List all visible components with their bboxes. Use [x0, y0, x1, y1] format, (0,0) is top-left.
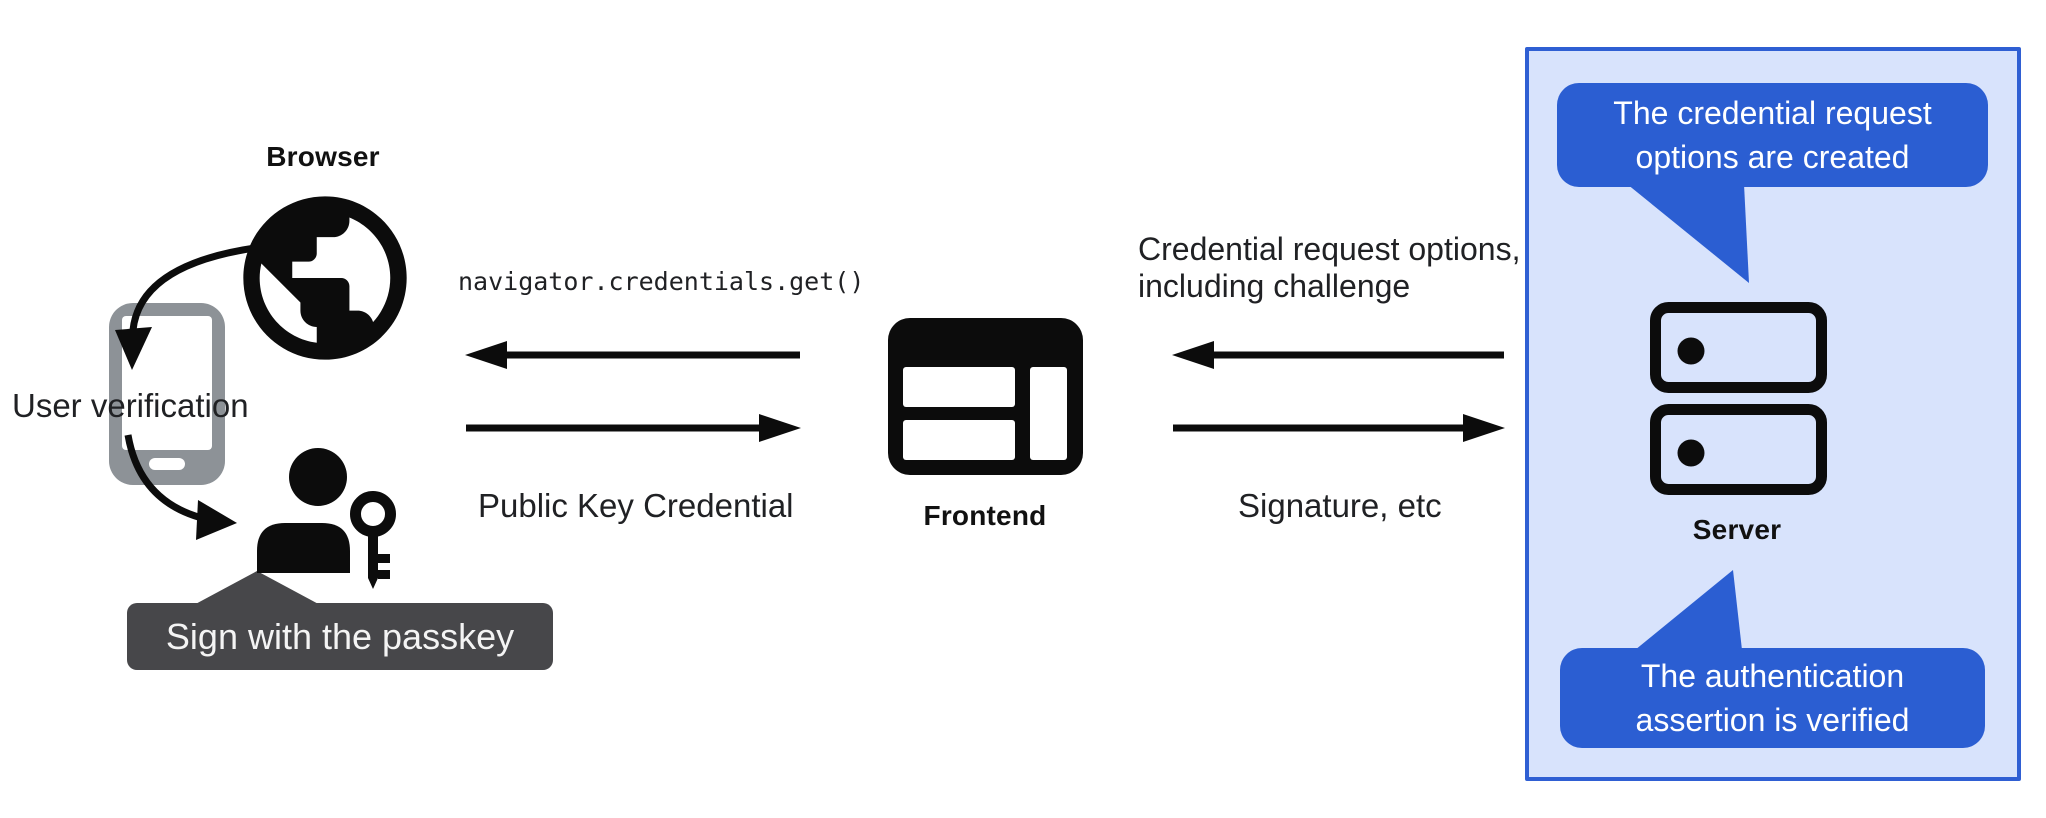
bubble-line: assertion is verified: [1635, 702, 1910, 738]
browser-globe-icon: [243, 196, 407, 360]
speech-bubble-request-created: The credential request options are creat…: [1557, 83, 1988, 187]
bubble-line: The authentication: [1640, 658, 1905, 694]
arrow-frontend-to-server: [1173, 414, 1505, 442]
tooltip-notch: [190, 571, 324, 607]
server-label: Server: [1692, 514, 1782, 545]
frontend-label: Frontend: [923, 500, 1047, 531]
arrow-server-to-frontend: [1172, 341, 1504, 369]
public-key-credential-label: Public Key Credential: [478, 487, 794, 524]
user-with-passkey-icon: [257, 448, 396, 589]
arrow-frontend-to-browser: [465, 341, 800, 369]
arrow-browser-to-frontend: [466, 414, 801, 442]
frontend-window-icon: [888, 318, 1083, 475]
credential-request-options-label: Credential request options, including ch…: [1138, 231, 1520, 305]
speech-bubble-tail-bottom: [1635, 570, 1742, 650]
speech-bubble-tail-top: [1627, 184, 1749, 283]
browser-label: Browser: [266, 141, 380, 172]
speech-bubble-assertion-verified: The authentication assertion is verified: [1560, 648, 1985, 748]
bubble-line: The credential request: [1613, 95, 1932, 131]
server-icon: [1650, 302, 1827, 495]
user-verification-label: User verification: [12, 387, 249, 424]
signature-label: Signature, etc: [1238, 487, 1442, 524]
navigator-get-call-label: navigator.credentials.get(): [458, 267, 865, 296]
tooltip-text: Sign with the passkey: [165, 615, 515, 657]
sign-with-passkey-tooltip: Sign with the passkey: [127, 603, 553, 670]
curved-arrow-browser-to-phone: [115, 244, 256, 370]
credential-request-options-line2: including challenge: [1138, 268, 1411, 304]
credential-request-options-line1: Credential request options,: [1138, 231, 1521, 267]
bubble-line: options are created: [1635, 139, 1910, 175]
curved-arrow-phone-to-user: [124, 434, 237, 540]
